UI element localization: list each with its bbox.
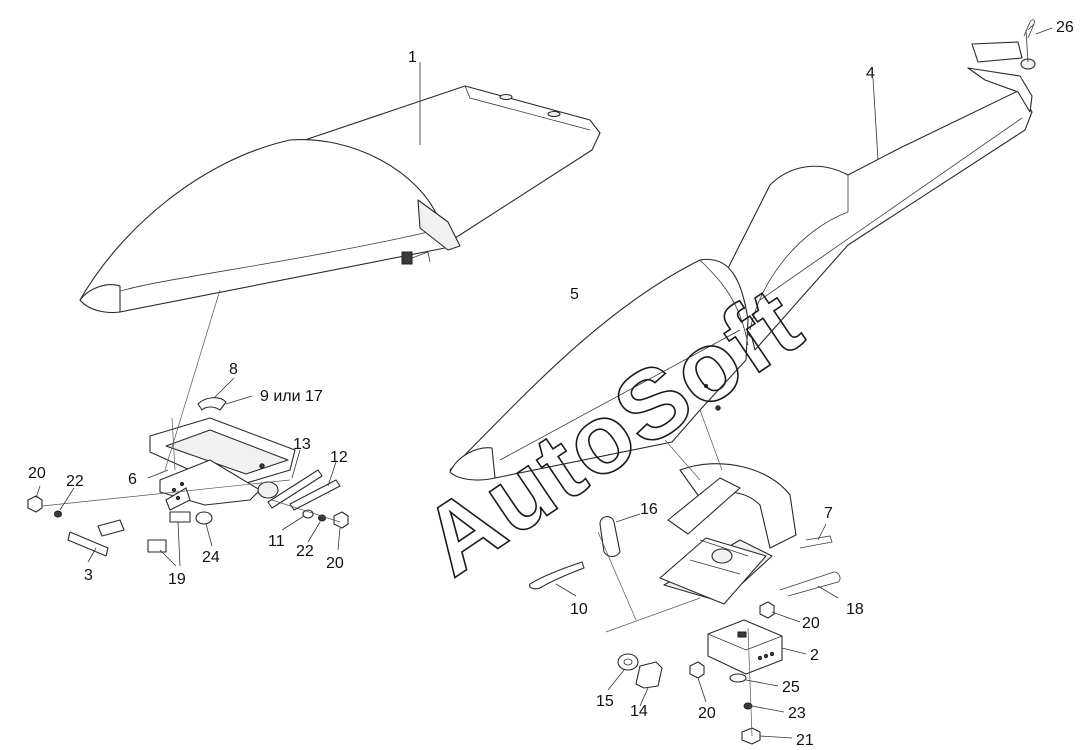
callout-6: 6	[128, 471, 137, 488]
callout-4: 4	[866, 65, 875, 82]
part-26-pin	[1023, 19, 1035, 39]
callout-20-right: 20	[802, 615, 820, 632]
callout-21: 21	[796, 732, 814, 749]
part-3-pin	[67, 519, 125, 557]
part-7-u-bolt	[799, 535, 833, 549]
callout-3: 3	[84, 567, 93, 584]
callout-22-right: 22	[296, 543, 314, 560]
part-10-hairpin	[529, 561, 585, 590]
part-24-washer	[195, 511, 213, 525]
callout-22-left: 22	[66, 473, 84, 490]
callout-9-or-17: 9 или 17	[260, 388, 323, 405]
callout-2: 2	[810, 647, 819, 664]
callout-1: 1	[408, 49, 417, 66]
part-13-plate	[267, 469, 323, 509]
callout-26: 26	[1056, 19, 1074, 36]
part-16-bushing	[599, 516, 621, 558]
right-fasteners	[617, 601, 775, 745]
part-12-plate	[289, 479, 341, 511]
callout-20-bottom: 20	[698, 705, 716, 722]
assembly-lines	[41, 289, 753, 737]
callout-20-mid: 20	[326, 555, 344, 572]
leader-lines	[35, 27, 1053, 739]
callout-20-left: 20	[28, 465, 46, 482]
part-5-cone-section	[449, 258, 749, 481]
callout-13: 13	[293, 436, 311, 453]
callout-labels: 1 4 5 8 9 или 17 6 13 12 26 20 22 3 19 2…	[28, 19, 1074, 749]
right-bracket-assembly	[659, 463, 797, 605]
part-1-divider-cone	[79, 85, 601, 314]
part-6-mounting-bracket	[149, 417, 296, 511]
callout-15: 15	[596, 693, 614, 710]
callout-18: 18	[846, 601, 864, 618]
part-19-bolts	[147, 511, 191, 553]
part-8-clip	[197, 397, 227, 411]
callout-8: 8	[229, 361, 238, 378]
callout-24: 24	[202, 549, 220, 566]
part-2-plate	[707, 619, 783, 675]
part-4-long-divider	[711, 23, 1036, 351]
left-fasteners	[27, 495, 349, 529]
callout-12: 12	[330, 449, 348, 466]
callout-25: 25	[782, 679, 800, 696]
callout-11: 11	[268, 533, 285, 550]
callout-19: 19	[168, 571, 186, 588]
callout-16: 16	[640, 501, 658, 518]
callout-10: 10	[570, 601, 588, 618]
callout-5: 5	[570, 286, 579, 303]
callout-14: 14	[630, 703, 648, 720]
callout-23: 23	[788, 705, 806, 722]
part-18-u-bolt	[779, 571, 841, 597]
callout-7: 7	[824, 505, 833, 522]
